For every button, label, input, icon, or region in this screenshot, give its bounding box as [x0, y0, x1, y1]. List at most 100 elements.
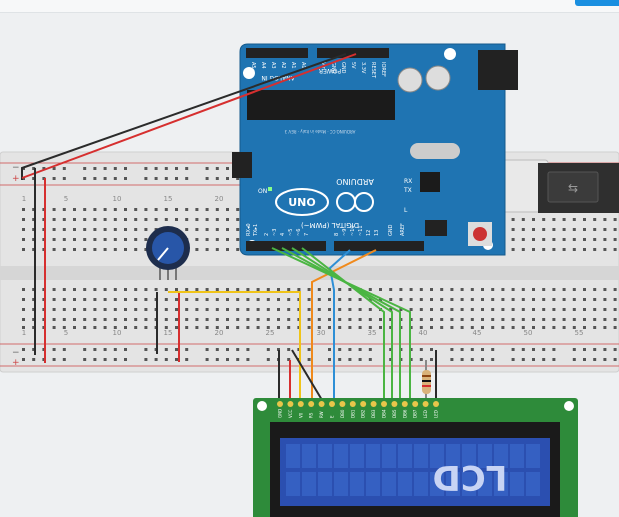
breadboard-hole[interactable]: [266, 298, 270, 301]
breadboard-hole[interactable]: [460, 326, 464, 329]
breadboard-hole[interactable]: [552, 218, 556, 221]
potentiometer[interactable]: [146, 226, 190, 280]
lcd-pin[interactable]: [412, 401, 419, 407]
breadboard-hole[interactable]: [470, 348, 474, 351]
breadboard-hole[interactable]: [287, 326, 291, 329]
breadboard-hole[interactable]: [419, 348, 423, 351]
breadboard-hole[interactable]: [511, 298, 515, 301]
breadboard-hole[interactable]: [450, 298, 454, 301]
breadboard-hole[interactable]: [552, 358, 556, 361]
breadboard-hole[interactable]: [144, 308, 148, 311]
breadboard-hole[interactable]: [440, 298, 444, 301]
breadboard-hole[interactable]: [399, 308, 403, 311]
breadboard-hole[interactable]: [552, 318, 556, 321]
breadboard-hole[interactable]: [603, 358, 607, 361]
breadboard-hole[interactable]: [358, 298, 362, 301]
breadboard-hole[interactable]: [103, 298, 107, 301]
breadboard-hole[interactable]: [83, 326, 87, 329]
breadboard-hole[interactable]: [572, 298, 576, 301]
breadboard-hole[interactable]: [389, 326, 393, 329]
breadboard-hole[interactable]: [552, 348, 556, 351]
breadboard-hole[interactable]: [593, 288, 597, 291]
breadboard-hole[interactable]: [572, 326, 576, 329]
breadboard-hole[interactable]: [83, 358, 87, 361]
breadboard-hole[interactable]: [409, 348, 413, 351]
breadboard-hole[interactable]: [205, 248, 209, 251]
breadboard-hole[interactable]: [603, 288, 607, 291]
breadboard-hole[interactable]: [603, 298, 607, 301]
breadboard-hole[interactable]: [83, 177, 87, 180]
breadboard-hole[interactable]: [552, 308, 556, 311]
breadboard-wires[interactable]: [156, 247, 437, 401]
breadboard-hole[interactable]: [521, 288, 525, 291]
breadboard-hole[interactable]: [328, 308, 331, 311]
breadboard-hole[interactable]: [113, 308, 117, 311]
breadboard-hole[interactable]: [460, 288, 464, 291]
breadboard-hole[interactable]: [175, 288, 178, 291]
breadboard-hole[interactable]: [164, 177, 168, 180]
breadboard-hole[interactable]: [93, 228, 97, 231]
breadboard-hole[interactable]: [583, 228, 586, 231]
breadboard-hole[interactable]: [215, 177, 219, 180]
breadboard-hole[interactable]: [93, 318, 97, 321]
breadboard-hole[interactable]: [246, 288, 250, 291]
breadboard-hole[interactable]: [52, 288, 56, 291]
breadboard-hole[interactable]: [215, 238, 219, 241]
breadboard-hole[interactable]: [93, 308, 97, 311]
breadboard-hole[interactable]: [205, 326, 209, 329]
breadboard-hole[interactable]: [42, 318, 46, 321]
breadboard-hole[interactable]: [154, 358, 158, 361]
breadboard-hole[interactable]: [317, 298, 321, 301]
breadboard-hole[interactable]: [195, 308, 199, 311]
breadboard-hole[interactable]: [205, 218, 209, 221]
breadboard-hole[interactable]: [185, 288, 189, 291]
breadboard-hole[interactable]: [307, 348, 311, 351]
breadboard-hole[interactable]: [62, 177, 66, 180]
breadboard-hole[interactable]: [73, 238, 76, 241]
breadboard-hole[interactable]: [542, 358, 546, 361]
arduino-uno[interactable]: UNO ARDUINO ON TX RX L DIGITAL (PWM~) PO…: [232, 43, 518, 256]
breadboard-hole[interactable]: [236, 218, 240, 221]
breadboard-hole[interactable]: [532, 318, 535, 321]
breadboard-hole[interactable]: [358, 348, 362, 351]
breadboard-hole[interactable]: [317, 288, 321, 291]
breadboard-hole[interactable]: [470, 358, 474, 361]
breadboard-hole[interactable]: [175, 167, 178, 170]
breadboard-hole[interactable]: [256, 288, 260, 291]
breadboard-hole[interactable]: [532, 228, 535, 231]
breadboard-hole[interactable]: [481, 298, 484, 301]
breadboard-hole[interactable]: [83, 288, 87, 291]
breadboard-hole[interactable]: [521, 248, 525, 251]
breadboard-hole[interactable]: [134, 218, 138, 221]
arduino-green-wire[interactable]: [301, 247, 385, 400]
breadboard-hole[interactable]: [32, 167, 36, 170]
breadboard-hole[interactable]: [307, 308, 311, 311]
breadboard-hole[interactable]: [164, 358, 168, 361]
breadboard-hole[interactable]: [52, 326, 56, 329]
breadboard-hole[interactable]: [32, 248, 36, 251]
breadboard-hole[interactable]: [297, 308, 301, 311]
breadboard-hole[interactable]: [62, 298, 66, 301]
breadboard-hole[interactable]: [460, 358, 464, 361]
breadboard-hole[interactable]: [113, 288, 117, 291]
breadboard-hole[interactable]: [185, 308, 189, 311]
breadboard-hole[interactable]: [215, 348, 219, 351]
breadboard-hole[interactable]: [22, 228, 25, 231]
breadboard-hole[interactable]: [93, 298, 97, 301]
breadboard-hole[interactable]: [175, 308, 178, 311]
breadboard-hole[interactable]: [73, 298, 76, 301]
breadboard-hole[interactable]: [52, 298, 56, 301]
breadboard-hole[interactable]: [613, 238, 617, 241]
breadboard-hole[interactable]: [144, 358, 148, 361]
breadboard-hole[interactable]: [593, 326, 597, 329]
breadboard-hole[interactable]: [450, 358, 454, 361]
breadboard-hole[interactable]: [470, 288, 474, 291]
breadboard-hole[interactable]: [572, 308, 576, 311]
breadboard-hole[interactable]: [144, 167, 148, 170]
breadboard-hole[interactable]: [572, 218, 576, 221]
breadboard-hole[interactable]: [613, 308, 617, 311]
breadboard-hole[interactable]: [287, 308, 291, 311]
breadboard-hole[interactable]: [532, 218, 535, 221]
breadboard-hole[interactable]: [93, 348, 97, 351]
